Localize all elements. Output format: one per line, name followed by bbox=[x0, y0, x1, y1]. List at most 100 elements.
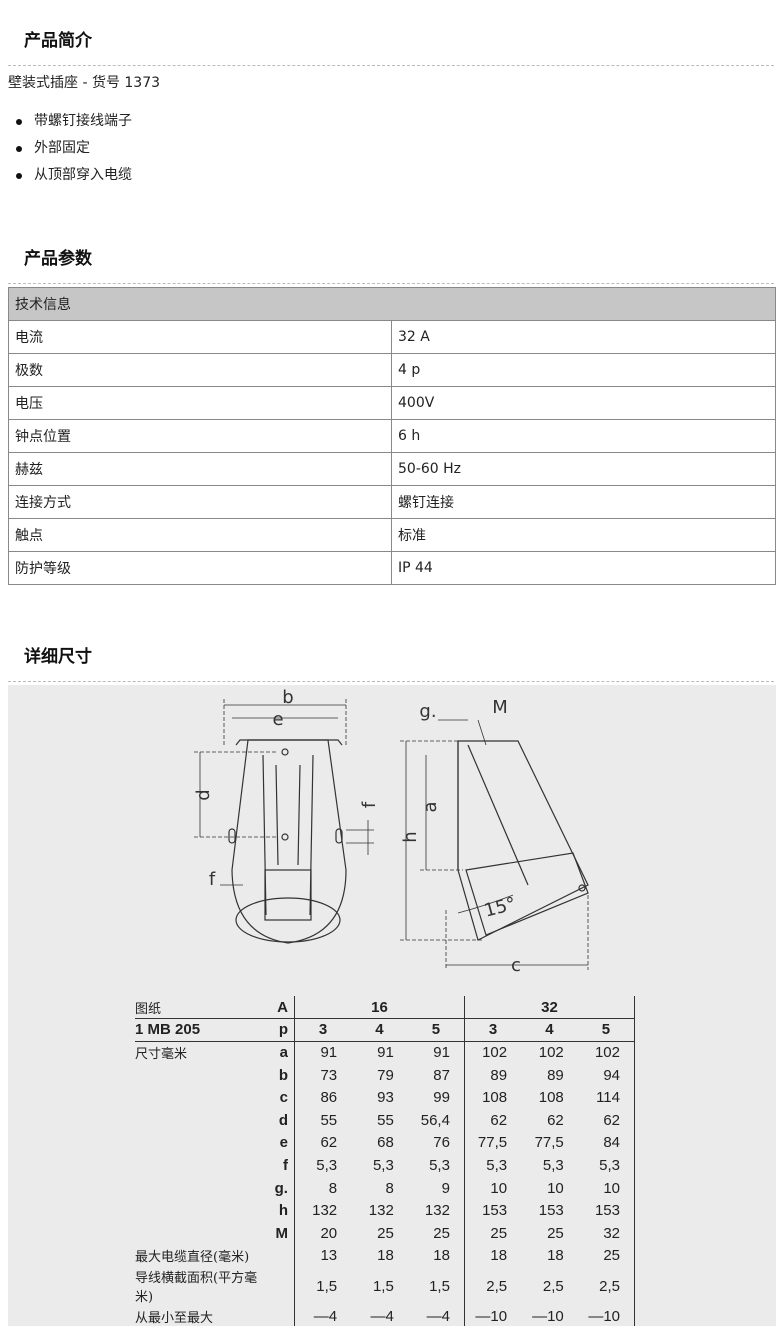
dim-cell: —4 bbox=[370, 1307, 394, 1325]
dim-cell: 132 bbox=[368, 1202, 394, 1220]
label-b: b bbox=[282, 687, 293, 708]
dim-cell: —10 bbox=[532, 1307, 564, 1325]
dim-cell: 114 bbox=[577, 1086, 635, 1109]
dim-symbol: A bbox=[271, 996, 295, 1020]
label-c: c bbox=[511, 955, 521, 976]
label-M: M bbox=[492, 697, 508, 718]
table-row: 从最小至最大—4—4—4—10—10—10 bbox=[135, 1305, 635, 1326]
dim-label: 最大电缆直径(毫米) bbox=[135, 1250, 250, 1266]
spec-value: 50-60 Hz bbox=[391, 452, 776, 486]
label-f-right: f bbox=[359, 801, 380, 808]
spec-key: 连接方式 bbox=[8, 485, 392, 519]
hinge-circle bbox=[578, 884, 586, 892]
dim-cell: 91 bbox=[320, 1044, 338, 1062]
dim-cell: 102 bbox=[538, 1044, 564, 1062]
dim-symbol bbox=[271, 1244, 295, 1268]
dim-cell: 10 bbox=[577, 1176, 635, 1200]
dim-symbol: g. bbox=[271, 1176, 295, 1200]
spec-key: 触点 bbox=[8, 518, 392, 552]
amp-group-16: 16 bbox=[294, 996, 465, 1020]
dim-cell: 79 bbox=[377, 1066, 394, 1084]
dim-cell: 5,3 bbox=[486, 1156, 508, 1174]
dim-cell: 55 bbox=[377, 1111, 394, 1129]
dim-cell: 4 bbox=[521, 1018, 578, 1042]
mounting-hole bbox=[281, 748, 289, 756]
dim-cell: 77,5 bbox=[477, 1134, 508, 1152]
dim-cell: 55 bbox=[320, 1111, 338, 1129]
dim-cell: 1,5 bbox=[407, 1267, 465, 1306]
dim-cell: 56,4 bbox=[407, 1108, 465, 1132]
dim-label: 图纸 bbox=[135, 996, 272, 1020]
dim-cell: 25 bbox=[407, 1221, 465, 1245]
dim-symbol: M bbox=[271, 1221, 295, 1245]
dim-cell: 102 bbox=[577, 1041, 635, 1064]
dim-cell: 18 bbox=[490, 1247, 508, 1265]
dim-symbol: a bbox=[271, 1041, 295, 1064]
dim-symbol bbox=[271, 1267, 295, 1306]
dim-symbol: e bbox=[271, 1131, 295, 1155]
dim-cell: 2,5 bbox=[542, 1277, 564, 1295]
feature-item: 外部固定 bbox=[8, 135, 132, 162]
dim-cell: 5,3 bbox=[407, 1154, 465, 1177]
dim-label bbox=[135, 1132, 271, 1155]
dim-label bbox=[135, 1109, 271, 1132]
table-row: 1 MB 205 p 3 4 5 3 4 5 bbox=[135, 1018, 635, 1042]
label-f-left: f bbox=[209, 869, 216, 890]
dim-cell: 13 bbox=[320, 1247, 338, 1265]
label-d: d bbox=[193, 789, 214, 800]
dim-label: 从最小至最大 bbox=[135, 1310, 214, 1326]
spec-table-header: 技术信息 bbox=[8, 287, 776, 321]
dim-cell: 8 bbox=[328, 1179, 338, 1197]
side-view-socket bbox=[465, 852, 589, 936]
dim-label bbox=[135, 1154, 271, 1177]
mounting-hole bbox=[281, 833, 289, 841]
dim-cell: 18 bbox=[377, 1247, 394, 1265]
dim-cell: 86 bbox=[320, 1089, 338, 1107]
dim-cell: 18 bbox=[407, 1244, 465, 1268]
label-h: h bbox=[400, 831, 421, 842]
label-a: a bbox=[420, 801, 441, 812]
spec-value: 400V bbox=[391, 386, 776, 420]
dim-cell: 99 bbox=[407, 1086, 465, 1109]
label-e: e bbox=[272, 709, 283, 730]
dim-cell: 1,5 bbox=[316, 1277, 338, 1295]
dim-cell: 32 bbox=[577, 1221, 635, 1245]
dim-cell: 25 bbox=[577, 1244, 635, 1268]
dim-label bbox=[135, 1199, 271, 1222]
dim-cell: 84 bbox=[577, 1131, 635, 1155]
section-divider bbox=[8, 283, 774, 284]
intro-section-title: 产品简介 bbox=[24, 31, 92, 51]
dim-cell: 18 bbox=[547, 1247, 564, 1265]
dim-symbol: h bbox=[271, 1199, 295, 1222]
dims-section-header: 详细尺寸 bbox=[8, 642, 774, 682]
dim-cell: 102 bbox=[482, 1044, 508, 1062]
dim-cell: 20 bbox=[320, 1224, 338, 1242]
table-row: 连接方式螺钉连接 bbox=[8, 485, 776, 519]
dim-cell: 62 bbox=[320, 1134, 338, 1152]
front-view-plate bbox=[264, 869, 312, 921]
feature-item: 从顶部穿入电缆 bbox=[8, 162, 132, 189]
intro-section-header: 产品简介 bbox=[8, 26, 774, 66]
dim-symbol: d bbox=[271, 1108, 295, 1132]
feature-item: 带螺钉接线端子 bbox=[8, 108, 132, 135]
dim-cell: 77,5 bbox=[534, 1134, 564, 1152]
spec-key: 电压 bbox=[8, 386, 392, 420]
dim-cell: 5,3 bbox=[577, 1154, 635, 1177]
dim-cell: 8 bbox=[385, 1179, 394, 1197]
dim-cell: 62 bbox=[547, 1111, 564, 1129]
spec-value: 6 h bbox=[391, 419, 776, 453]
dim-cell: 3 bbox=[464, 1018, 522, 1042]
dim-cell: 4 bbox=[351, 1018, 408, 1042]
dim-label bbox=[135, 1086, 271, 1109]
dim-cell: —4 bbox=[313, 1307, 338, 1325]
dim-cell: 91 bbox=[377, 1044, 394, 1062]
dim-cell: 89 bbox=[547, 1066, 564, 1084]
